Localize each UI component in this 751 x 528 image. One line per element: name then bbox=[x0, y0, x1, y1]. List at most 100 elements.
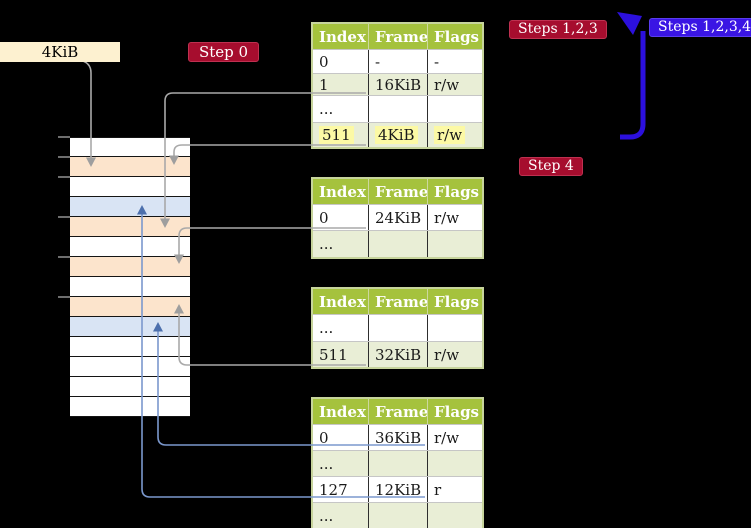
cell-index: ... bbox=[319, 319, 334, 337]
cell-index: ... bbox=[319, 235, 334, 253]
memory-frame-free bbox=[70, 357, 190, 377]
cell-flags: r/w bbox=[427, 205, 482, 230]
memory-frame-page-table bbox=[70, 297, 190, 317]
badge-steps-1-2-3-4: Steps 1,2,3,4 bbox=[649, 18, 751, 37]
page-table-level-3: Index Frame Flags 0 24KiB r/w ... bbox=[311, 177, 484, 259]
highlighted-value: 4KiB bbox=[375, 126, 418, 144]
memory-frame-free bbox=[70, 397, 190, 417]
column-header-index: Index bbox=[319, 182, 366, 201]
cell-flags: r/w bbox=[427, 74, 482, 95]
table-header-row: Index Frame Flags bbox=[313, 179, 482, 204]
memory-tick bbox=[58, 136, 70, 138]
memory-tick bbox=[58, 256, 70, 258]
cell-frame: 16KiB bbox=[368, 74, 427, 95]
cell-index: 0 bbox=[319, 208, 329, 227]
table-row: 0 36KiB r/w bbox=[313, 424, 482, 450]
table-row: 1 16KiB r/w bbox=[313, 73, 482, 95]
cell-index: 511 bbox=[319, 345, 348, 364]
cell-frame: 4KiB bbox=[368, 123, 427, 147]
column-header-flags: Flags bbox=[427, 399, 482, 424]
page-table-level-4: Index Frame Flags 0 - - 1 16KiB r/w ... … bbox=[311, 22, 484, 149]
table-row: 511 32KiB r/w bbox=[313, 341, 482, 367]
badge-step-0: Step 0 bbox=[188, 42, 260, 62]
cell-flags bbox=[427, 231, 482, 257]
column-header-frame: Frame bbox=[368, 24, 427, 49]
cell-flags: - bbox=[427, 50, 482, 73]
cell-index: ... bbox=[319, 454, 334, 473]
cell-index: ... bbox=[319, 100, 334, 118]
memory-tick bbox=[58, 296, 70, 298]
badge-step-4: Step 4 bbox=[519, 157, 583, 176]
arrowhead-up-left-icon bbox=[617, 12, 642, 35]
cell-frame bbox=[368, 96, 427, 122]
column-header-flags: Flags bbox=[427, 24, 482, 49]
badge-steps-1-2-3: Steps 1,2,3 bbox=[509, 20, 607, 39]
cell-index: 0 bbox=[319, 428, 329, 447]
table-row: ... bbox=[313, 95, 482, 122]
table-header-row: Index Frame Flags bbox=[313, 399, 482, 424]
cell-index: 511 bbox=[313, 123, 368, 147]
column-header-index: Index bbox=[319, 27, 366, 46]
cell-frame bbox=[368, 451, 427, 476]
cell-flags bbox=[427, 451, 482, 476]
highlighted-value: 511 bbox=[319, 126, 354, 144]
memory-frame-free bbox=[70, 177, 190, 197]
memory-frame-page-table bbox=[70, 217, 190, 237]
memory-frame-mapped-page bbox=[70, 317, 190, 337]
cell-frame: - bbox=[368, 50, 427, 73]
cell-frame bbox=[368, 231, 427, 257]
cell-flags: r/w bbox=[427, 425, 482, 450]
table-row-highlighted: 511 4KiB r/w bbox=[313, 122, 482, 147]
table-row: 127 12KiB r bbox=[313, 476, 482, 502]
cell-index: 0 bbox=[319, 52, 329, 71]
page-table-level-1: Index Frame Flags 0 36KiB r/w ... 127 12… bbox=[311, 397, 484, 528]
cell-flags bbox=[427, 96, 482, 122]
cell-flags: r/w bbox=[427, 342, 482, 367]
cell-frame: 12KiB bbox=[368, 477, 427, 502]
cell-index: 1 bbox=[319, 75, 329, 94]
cr3-frame-label-text: 4KiB bbox=[41, 43, 79, 61]
memory-frame-page-table bbox=[70, 157, 190, 177]
memory-frame-free bbox=[70, 377, 190, 397]
table-row: 0 24KiB r/w bbox=[313, 204, 482, 230]
table-row: ... bbox=[313, 314, 482, 341]
cell-flags: r/w bbox=[427, 123, 482, 147]
memory-frame-free bbox=[70, 137, 190, 157]
memory-tick bbox=[58, 216, 70, 218]
memory-frame-free bbox=[70, 277, 190, 297]
table-row: ... bbox=[313, 502, 482, 528]
memory-frame-free bbox=[70, 237, 190, 257]
table-row: ... bbox=[313, 230, 482, 257]
column-header-index: Index bbox=[319, 292, 366, 311]
memory-frame-mapped-page bbox=[70, 197, 190, 217]
cell-flags bbox=[427, 315, 482, 341]
cell-index: 127 bbox=[319, 480, 348, 499]
column-header-flags: Flags bbox=[427, 289, 482, 314]
physical-memory-stack bbox=[70, 137, 190, 417]
column-header-frame: Frame bbox=[368, 399, 427, 424]
cell-index: ... bbox=[319, 506, 334, 525]
memory-tick bbox=[58, 176, 70, 178]
table-header-row: Index Frame Flags bbox=[313, 289, 482, 314]
cell-flags: r bbox=[427, 477, 482, 502]
memory-tick bbox=[58, 156, 70, 158]
memory-frame-page-table bbox=[70, 257, 190, 277]
arrow-recursive-loop bbox=[620, 31, 646, 140]
page-table-level-2: Index Frame Flags ... 511 32KiB r/w bbox=[311, 287, 484, 369]
cell-frame: 24KiB bbox=[368, 205, 427, 230]
cr3-frame-label: 4KiB bbox=[0, 42, 120, 62]
table-header-row: Index Frame Flags bbox=[313, 24, 482, 49]
cell-frame: 36KiB bbox=[368, 425, 427, 450]
column-header-index: Index bbox=[319, 402, 366, 421]
memory-frame-free bbox=[70, 337, 190, 357]
column-header-frame: Frame bbox=[368, 179, 427, 204]
highlighted-value: r/w bbox=[434, 126, 466, 144]
cell-frame bbox=[368, 503, 427, 528]
table-row: 0 - - bbox=[313, 49, 482, 73]
column-header-flags: Flags bbox=[427, 179, 482, 204]
cell-flags bbox=[427, 503, 482, 528]
column-header-frame: Frame bbox=[368, 289, 427, 314]
cell-frame bbox=[368, 315, 427, 341]
table-row: ... bbox=[313, 450, 482, 476]
